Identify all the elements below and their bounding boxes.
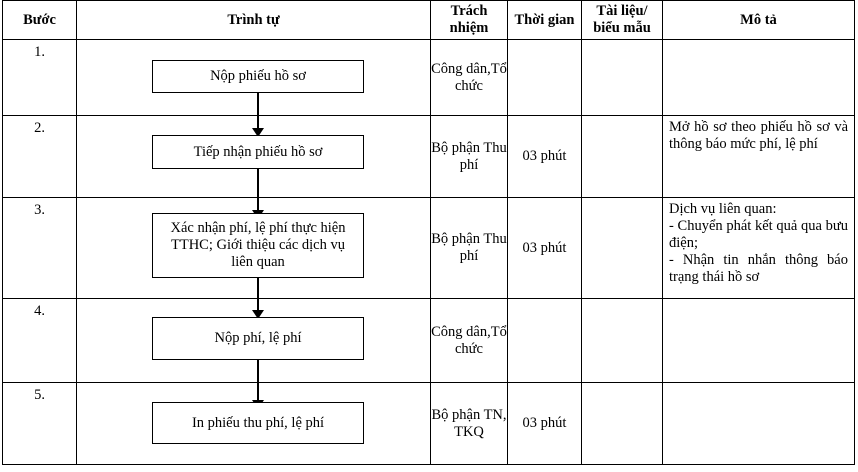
description-line: Dịch vụ liên quan:: [669, 201, 777, 217]
documents-cell: [581, 115, 663, 198]
table-row: 3. Xác nhận phí, lệ phí thực hiện TTHC; …: [2, 197, 855, 319]
flow-cell: Nộp phiếu hồ sơ: [76, 39, 431, 137]
documents-cell: [581, 298, 663, 383]
step-number: 3.: [2, 197, 77, 299]
process-box: Nộp phiếu hồ sơ: [152, 60, 364, 93]
header-description: Mô tả: [662, 0, 855, 40]
header-sequence: Trình tự: [76, 0, 431, 40]
header-time: Thời gian: [507, 0, 582, 40]
time-cell: [507, 298, 582, 383]
responsibility-cell: Bộ phận TN, TKQ: [430, 382, 508, 465]
documents-cell: [581, 39, 663, 116]
process-box: Tiếp nhận phiếu hồ sơ: [152, 135, 364, 169]
description-cell: Dịch vụ liên quan: - Chuyển phát kết quả…: [662, 197, 855, 299]
time-cell: [507, 39, 582, 116]
description-cell: [662, 382, 855, 465]
header-responsibility: Trách nhiệm: [430, 0, 508, 40]
table-row: 5. In phiếu thu phí, lệ phí Bộ phận TN, …: [2, 382, 855, 465]
step-number: 5.: [2, 382, 77, 465]
description-line: - Chuyển phát kết quả qua bưu điện;: [669, 218, 848, 251]
table-row: 4. Nộp phí, lệ phí Công dân,Tổ chức: [2, 298, 855, 409]
responsibility-cell: Công dân,Tổ chức: [430, 298, 508, 383]
process-box: Xác nhận phí, lệ phí thực hiện TTHC; Giớ…: [152, 213, 364, 278]
header-documents: Tài liệu/ biểu mẫu: [581, 0, 663, 40]
responsibility-cell: Bộ phận Thu phí: [430, 197, 508, 299]
description-cell: [662, 39, 855, 116]
responsibility-cell: Bộ phận Thu phí: [430, 115, 508, 198]
time-cell: 03 phút: [507, 382, 582, 465]
flow-cell: Xác nhận phí, lệ phí thực hiện TTHC; Giớ…: [76, 197, 431, 319]
documents-cell: [581, 382, 663, 465]
description-cell: Mở hồ sơ theo phiếu hồ sơ và thông báo m…: [662, 115, 855, 198]
flow-cell: Nộp phí, lệ phí: [76, 298, 431, 409]
header-row: Bước Trình tự Trách nhiệm Thời gian Tài …: [2, 0, 855, 40]
description-cell: [662, 298, 855, 383]
time-cell: 03 phút: [507, 197, 582, 299]
flow-cell: In phiếu thu phí, lệ phí: [76, 382, 431, 465]
documents-cell: [581, 197, 663, 299]
process-box: In phiếu thu phí, lệ phí: [152, 402, 364, 444]
header-step: Bước: [2, 0, 77, 40]
table-row: 2. Tiếp nhận phiếu hồ sơ Bộ phận Thu phí…: [2, 115, 855, 219]
description-line: - Nhận tin nhắn thông báo trạng thái hồ …: [669, 252, 848, 285]
procedure-table: Bước Trình tự Trách nhiệm Thời gian Tài …: [2, 0, 855, 465]
step-number: 2.: [2, 115, 77, 198]
flow-cell: Tiếp nhận phiếu hồ sơ: [76, 115, 431, 219]
step-number: 1.: [2, 39, 77, 116]
process-box: Nộp phí, lệ phí: [152, 317, 364, 360]
step-number: 4.: [2, 298, 77, 383]
table-row: 1. Nộp phiếu hồ sơ Công dân,Tổ chức: [2, 39, 855, 137]
time-cell: 03 phút: [507, 115, 582, 198]
responsibility-cell: Công dân,Tổ chức: [430, 39, 508, 116]
